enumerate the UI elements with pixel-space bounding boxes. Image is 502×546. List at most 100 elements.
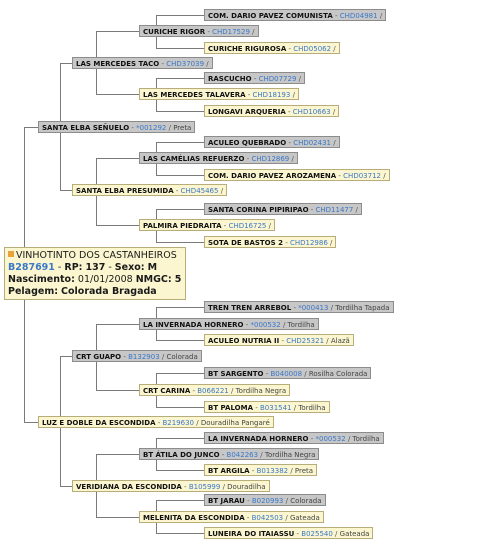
coat-color: Alazã [330, 337, 350, 345]
registry-link[interactable]: CHD03712 [343, 172, 381, 180]
separator: - [121, 353, 129, 361]
horse-name[interactable]: MELENITA DA ESCONDIDA [143, 514, 245, 522]
registry-link[interactable]: CHD45465 [180, 187, 219, 195]
registry-link[interactable]: CHD11477 [315, 206, 354, 214]
coat-color: Tordilha Negra [264, 451, 316, 459]
horse-name[interactable]: LA INVERNADA HORNERO [143, 321, 244, 329]
connector-line [156, 111, 204, 112]
registry-link[interactable]: CHD37039 [166, 60, 205, 68]
separator: / [290, 91, 295, 99]
horse-name[interactable]: LONGAVI ARQUERIA [208, 108, 286, 116]
pedigree-node[interactable]: LAS MERCEDES TALAVERA - CHD18193 / [139, 88, 299, 100]
pedigree-node[interactable]: LAS MERCEDES TACO - CHD37039 / [72, 57, 213, 69]
horse-name[interactable]: CRT GUAPO [76, 353, 122, 361]
subject-registry-link[interactable]: B287691 [8, 262, 55, 273]
registry-link[interactable]: CHD17529 [212, 28, 250, 36]
horse-name[interactable]: CURICHE RIGUROSA [208, 45, 287, 53]
registry-link[interactable]: CHD12986 [289, 239, 328, 247]
registry-link[interactable]: *001292 [136, 124, 167, 132]
pedigree-node[interactable]: MELENITA DA ESCONDIDA - B042503 / Gatead… [139, 511, 324, 523]
horse-name[interactable]: SANTA ELBA PRESUMIDA [76, 187, 174, 195]
pedigree-node[interactable]: SANTA CORINA PIPIRIPAO - CHD11477 / [204, 203, 362, 215]
pedigree-node[interactable]: BT PALOMA - B031541 / Tordilha [204, 401, 330, 413]
horse-name[interactable]: BT ÁTILA DO JUNCO [143, 451, 220, 459]
pedigree-node[interactable]: LONGAVI ARQUERIA - CHD10663 / [204, 105, 340, 117]
pedigree-node[interactable]: BT ÁTILA DO JUNCO - B042263 / Tordilha N… [139, 448, 320, 460]
pedigree-node[interactable]: COM. DARIO PAVEZ COMUNISTA - CHD04981 / [204, 9, 387, 21]
registry-link[interactable]: *000532 [250, 321, 281, 329]
horse-name[interactable]: COM. DARIO PAVEZ AROZAMENA [208, 172, 337, 180]
horse-name[interactable]: SANTA ELBA SEÑUELO [42, 124, 130, 132]
horse-name[interactable]: BT ARGILA [208, 467, 250, 475]
registry-link[interactable]: CHD04981 [339, 12, 378, 20]
pedigree-node[interactable]: CURICHE RIGOR - CHD17529 / [139, 25, 259, 37]
horse-name[interactable]: CURICHE RIGOR [143, 28, 206, 36]
registry-link[interactable]: *000532 [315, 435, 346, 443]
registry-link[interactable]: CHD18193 [252, 91, 291, 99]
horse-name[interactable]: LUZ E DOBLE DA ESCONDIDA [42, 419, 156, 427]
horse-name[interactable]: LUNEIRA DO ITAIASSU [208, 530, 295, 538]
pedigree-node[interactable]: BT ARGILA - B013382 / Preta [204, 464, 318, 476]
horse-name[interactable]: SOTA DE BASTOS 2 [208, 239, 283, 247]
pedigree-node[interactable]: LAS CAMÉLIAS REFUERZO - CHD12869 / [139, 152, 298, 164]
horse-name[interactable]: BT JARAU [208, 497, 245, 505]
registry-link[interactable]: B066221 [197, 387, 229, 395]
registry-link[interactable]: B025540 [301, 530, 333, 538]
pedigree-node[interactable]: COM. DARIO PAVEZ AROZAMENA - CHD03712 / [204, 169, 390, 181]
pedigree-node[interactable]: BT SARGENTO - B040008 / Rosilha Colorada [204, 367, 372, 379]
pedigree-node[interactable]: SANTA ELBA PRESUMIDA - CHD45465 / [72, 184, 228, 196]
registry-link[interactable]: B042503 [251, 514, 284, 522]
registry-link[interactable]: CHD25321 [286, 337, 325, 345]
pedigree-node[interactable]: LUNEIRA DO ITAIASSU - B025540 / Gateada [204, 527, 374, 539]
horse-name[interactable]: BT SARGENTO [208, 370, 264, 378]
horse-name[interactable]: CRT CARINA [143, 387, 191, 395]
registry-link[interactable]: CHD10663 [292, 108, 331, 116]
pedigree-node[interactable]: LUZ E DOBLE DA ESCONDIDA - B219630 / Dou… [38, 416, 274, 428]
separator: / [291, 404, 299, 412]
coat-color: Douradilha [227, 483, 266, 491]
pedigree-node[interactable]: ACULEO NUTRIA II - CHD25321 / Alazã [204, 334, 354, 346]
horse-name[interactable]: COM. DARIO PAVEZ COMUNISTA [208, 12, 333, 20]
horse-name[interactable]: LAS MERCEDES TALAVERA [143, 91, 246, 99]
horse-name[interactable]: SANTA CORINA PIPIRIPAO [208, 206, 309, 214]
registry-link[interactable]: B020993 [251, 497, 284, 505]
registry-link[interactable]: CHD02431 [293, 139, 331, 147]
rp-value: 137 [85, 262, 106, 273]
horse-name[interactable]: VERIDIANA DA ESCONDIDA [76, 483, 182, 491]
pedigree-node[interactable]: LA INVERNADA HORNERO - *000532 / Tordilh… [139, 318, 319, 330]
registry-link[interactable]: B105999 [188, 483, 221, 491]
registry-link[interactable]: B031541 [259, 404, 292, 412]
horse-name[interactable]: BT PALOMA [208, 404, 253, 412]
registry-link[interactable]: B013382 [256, 467, 289, 475]
horse-name[interactable]: LAS CAMÉLIAS REFUERZO [143, 155, 245, 163]
horse-name[interactable]: TREN TREN ARREBOL [208, 304, 292, 312]
registry-link[interactable]: B040008 [270, 370, 303, 378]
registry-link[interactable]: B132903 [128, 353, 160, 361]
pedigree-node[interactable]: CRT CARINA - B066221 / Tordilha Negra [139, 384, 291, 396]
pedigree-node[interactable]: VERIDIANA DA ESCONDIDA - B105999 / Doura… [72, 480, 270, 492]
registry-link[interactable]: CHD16725 [228, 222, 267, 230]
horse-name[interactable]: PALMIRA PIEDRAITA [143, 222, 222, 230]
registry-link[interactable]: B219630 [162, 419, 194, 427]
pedigree-node[interactable]: CURICHE RIGUROSA - CHD05062 / [204, 42, 340, 54]
horse-name[interactable]: ACULEO QUEBRADO [208, 139, 287, 147]
pedigree-node[interactable]: SOTA DE BASTOS 2 - CHD12986 / [204, 236, 337, 248]
horse-name[interactable]: LA INVERNADA HORNERO [208, 435, 309, 443]
horse-name[interactable]: LAS MERCEDES TACO [76, 60, 160, 68]
pedigree-node[interactable]: TREN TREN ARREBOL - *000413 / Tordilha T… [204, 301, 394, 313]
registry-link[interactable]: CHD07729 [258, 75, 297, 83]
pedigree-node[interactable]: LA INVERNADA HORNERO - *000532 / Tordilh… [204, 432, 384, 444]
pedigree-node[interactable]: ACULEO QUEBRADO - CHD02431 / [204, 136, 340, 148]
horse-name[interactable]: ACULEO NUTRIA II [208, 337, 280, 345]
registry-link[interactable]: CHD12869 [251, 155, 290, 163]
pedigree-node[interactable]: PALMIRA PIEDRAITA - CHD16725 / [139, 219, 275, 231]
registry-link[interactable]: *000413 [298, 304, 329, 312]
pedigree-node[interactable]: CRT GUAPO - B132903 / Colorada [72, 350, 202, 362]
flag-icon [8, 251, 14, 257]
registry-link[interactable]: CHD05062 [293, 45, 332, 53]
pedigree-node[interactable]: RASCUCHO - CHD07729 / [204, 72, 306, 84]
horse-name[interactable]: RASCUCHO [208, 75, 252, 83]
pedigree-node[interactable]: SANTA ELBA SEÑUELO - *001292 / Preta [38, 121, 196, 133]
registry-link[interactable]: B042263 [226, 451, 259, 459]
pedigree-node[interactable]: BT JARAU - B020993 / Colorada [204, 494, 326, 506]
